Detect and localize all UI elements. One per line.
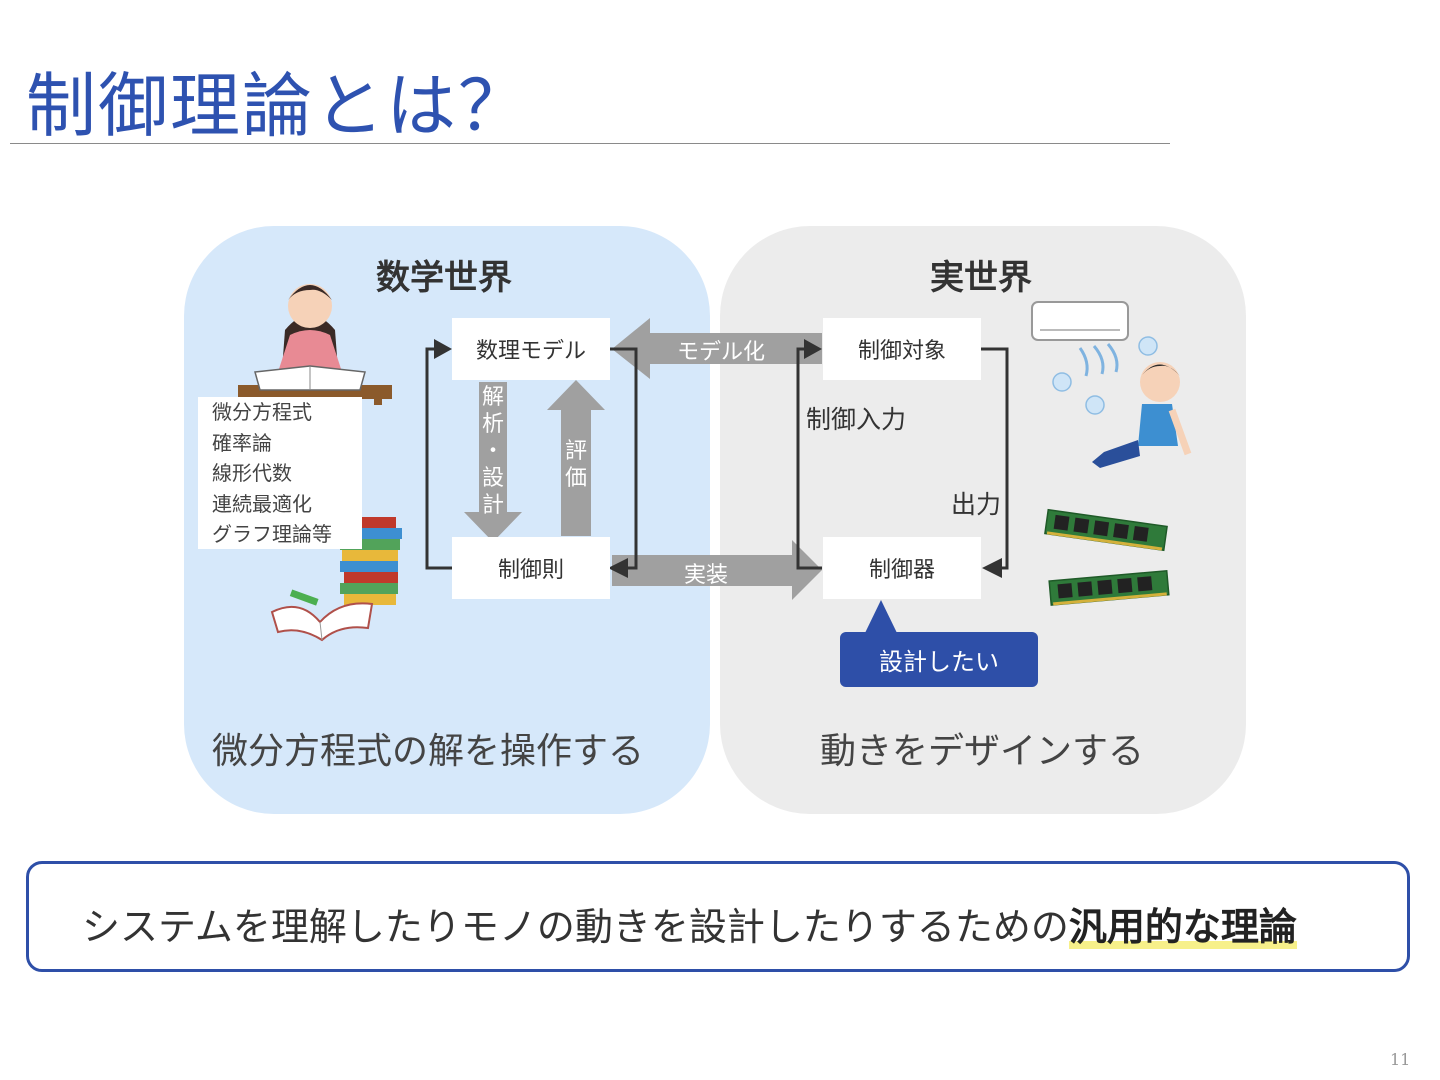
output-label: 出力 [951,490,1002,519]
subject-item: 線形代数 [212,461,292,485]
air-conditioner-illustration [1031,301,1158,415]
modeling-label: モデル化 [677,340,766,365]
plant-node: 制御対象 [823,318,981,380]
real-world-panel [720,226,1246,814]
math-world-title: 数学世界 [376,258,512,298]
books-illustration [270,517,402,642]
control-law-node: 制御則 [452,537,610,599]
subject-item: 確率論 [212,430,272,455]
page-title: 制御理論とは？ [26,65,530,147]
design-callout: 設計したい [840,632,1038,687]
math-loop-right [608,347,638,570]
real-world-caption: 動きをデザインする [820,731,1145,772]
output-line [981,347,1009,570]
controller-node: 制御器 [823,537,981,599]
subject-item: 連続最適化 [212,491,312,516]
person-illustration [1092,362,1192,468]
control-input-label: 制御入力 [806,405,907,434]
title-divider [10,143,1170,144]
summary-highlight: 汎用的な理論 [1068,905,1297,949]
modeling-arrow [612,318,822,379]
callout-pointer [865,600,897,633]
analysis-design-label: 解 析 ・ 設 計 [481,385,504,518]
real-world-title: 実世界 [930,258,1032,298]
evaluation-label: 評 価 [564,439,587,491]
math-model-node: 数理モデル [452,318,610,380]
math-world-caption: 微分方程式の解を操作する [212,731,645,772]
control-input-line [796,347,822,570]
subject-item: グラフ理論等 [212,522,332,546]
student-illustration [238,284,392,405]
memory-modules-illustration [1044,508,1170,606]
summary-box [26,861,1410,972]
shirt [278,330,342,372]
face [288,284,332,328]
summary-text: システムを理解したりモノの動きを設計したりするための汎用的な理論 [82,905,1297,949]
math-subject-list: 微分方程式 確率論 線形代数 連続最適化 グラフ理論等 [198,397,362,549]
evaluation-arrow [547,380,605,536]
implementation-label: 実装 [684,563,729,588]
math-loop-left [425,347,452,570]
subject-item: 微分方程式 [212,400,312,424]
page-number: 11 [1390,1050,1411,1069]
implementation-arrow [612,540,822,600]
analysis-design-arrow [464,382,522,542]
open-book [270,602,374,642]
